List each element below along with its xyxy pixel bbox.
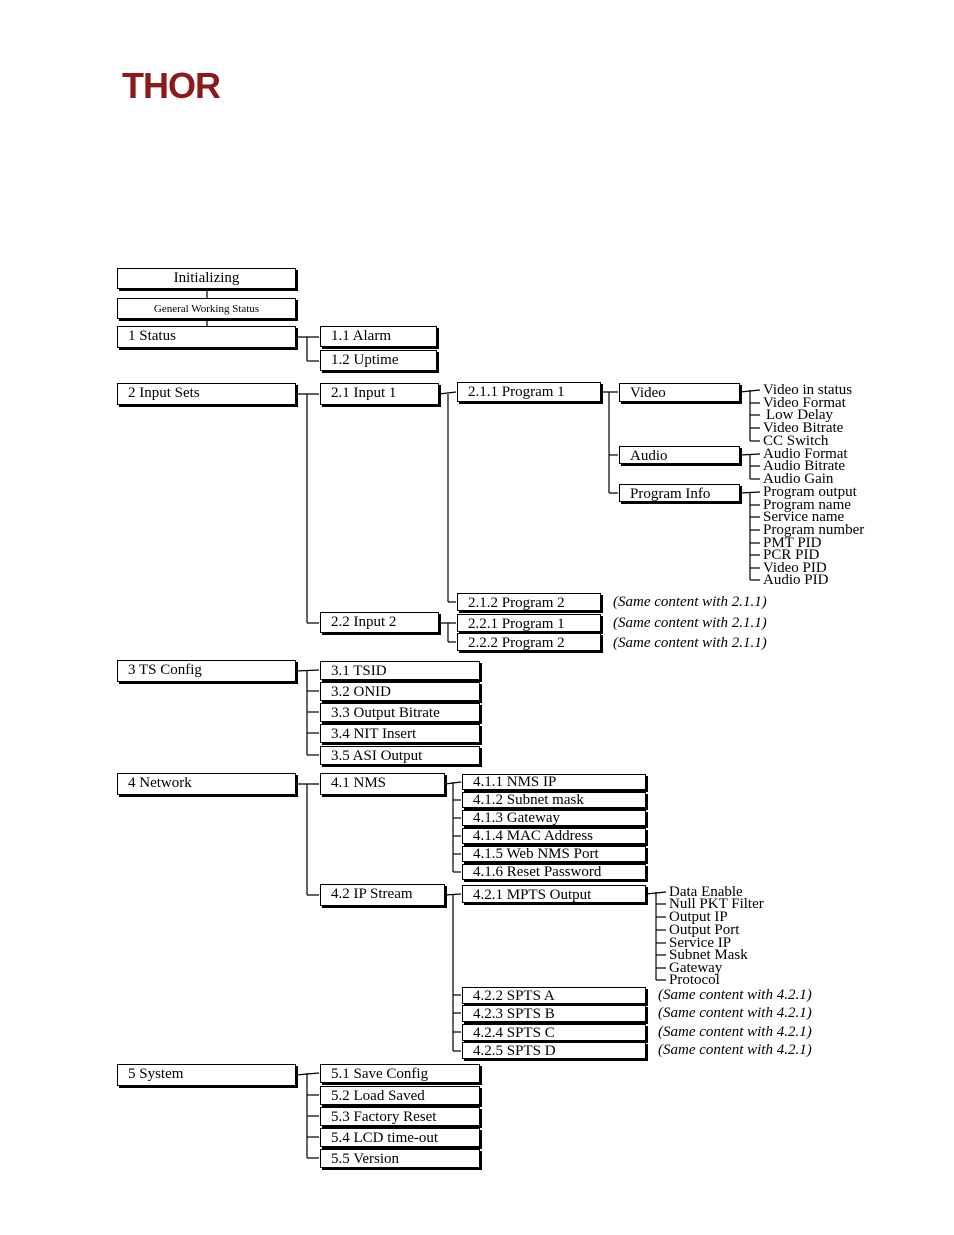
leaf-program-number: Program number <box>763 522 865 538</box>
note-spts-c: (Same content with 4.2.1) <box>658 1024 812 1040</box>
leaf-protocol: Protocol <box>669 972 720 988</box>
node-input2-program-2: 2.2.2 Program 2 <box>457 633 601 651</box>
node-tsid: 3.1 TSID <box>320 661 480 680</box>
node-alarm: 1.1 Alarm <box>320 326 437 347</box>
leaf-video-format: Video Format <box>763 395 846 411</box>
leaf-program-output: Program output <box>763 484 857 500</box>
leaf-service-ip: Service IP <box>669 935 732 951</box>
leaf-mpts-subnet-mask: Subnet Mask <box>669 947 748 963</box>
thor-logo: THOR <box>122 66 222 104</box>
leaf-null-pkt-filter: Null PKT Filter <box>669 896 764 912</box>
node-save-config: 5.1 Save Config <box>320 1064 480 1083</box>
node-asi-output: 3.5 ASI Output <box>320 746 480 765</box>
node-system: 5 System <box>117 1064 296 1086</box>
node-spts-a: 4.2.2 SPTS A <box>462 987 646 1004</box>
node-spts-d: 4.2.5 SPTS D <box>462 1042 646 1059</box>
node-version: 5.5 Version <box>320 1149 480 1168</box>
node-audio: Audio <box>619 446 740 464</box>
node-mac-address: 4.1.4 MAC Address <box>462 828 646 844</box>
node-input-1: 2.1 Input 1 <box>320 383 439 405</box>
note-spts-b: (Same content with 4.2.1) <box>658 1005 812 1021</box>
node-input1-program-2: 2.1.2 Program 2 <box>457 593 601 611</box>
leaf-video-in-status: Video in status <box>763 382 853 398</box>
leaf-audio-format: Audio Format <box>763 446 848 462</box>
node-input-2: 2.2 Input 2 <box>320 612 439 633</box>
node-subnet-mask: 4.1.2 Subnet mask <box>462 792 646 808</box>
node-status: 1 Status <box>117 326 296 348</box>
note-input1-program-2: (Same content with 2.1.1) <box>613 594 767 610</box>
leaf-output-ip: Output IP <box>669 909 728 925</box>
node-video: Video <box>619 383 740 402</box>
node-nms-ip: 4.1.1 NMS IP <box>462 774 646 790</box>
leaf-pcr-pid: PCR PID <box>763 547 820 563</box>
leaf-audio-gain: Audio Gain <box>763 471 834 487</box>
leaf-video-pid: Video PID <box>763 560 827 576</box>
node-program-info: Program Info <box>619 484 740 502</box>
node-web-nms-port: 4.1.5 Web NMS Port <box>462 846 646 862</box>
leaf-data-enable: Data Enable <box>669 884 743 900</box>
node-reset-password: 4.1.6 Reset Password <box>462 864 646 880</box>
node-factory-reset: 5.3 Factory Reset <box>320 1107 480 1126</box>
node-mpts-output: 4.2.1 MPTS Output <box>462 885 646 903</box>
node-lcd-timeout: 5.4 LCD time-out <box>320 1128 480 1147</box>
leaf-service-name: Service name <box>763 509 845 525</box>
node-nms: 4.1 NMS <box>320 773 445 795</box>
node-ip-stream: 4.2 IP Stream <box>320 884 445 906</box>
leaf-program-name: Program name <box>763 497 851 513</box>
node-spts-b: 4.2.3 SPTS B <box>462 1005 646 1022</box>
node-input-sets: 2 Input Sets <box>117 383 296 405</box>
leaf-video-bitrate: Video Bitrate <box>763 420 844 436</box>
leaf-output-port: Output Port <box>669 922 740 938</box>
node-onid: 3.2 ONID <box>320 682 480 701</box>
leaf-low-delay: Low Delay <box>766 407 834 423</box>
leaf-mpts-gateway: Gateway <box>669 960 723 976</box>
leaf-cc-switch: CC Switch <box>763 433 829 449</box>
logo-text: THOR <box>122 66 221 104</box>
note-input2-program-1: (Same content with 2.1.1) <box>613 615 767 631</box>
leaf-pmt-pid: PMT PID <box>763 535 822 551</box>
node-gateway: 4.1.3 Gateway <box>462 810 646 826</box>
node-ts-config: 3 TS Config <box>117 660 296 682</box>
node-uptime: 1.2 Uptime <box>320 350 437 371</box>
node-input2-program-1: 2.2.1 Program 1 <box>457 614 601 632</box>
node-nit-insert: 3.4 NIT Insert <box>320 724 480 743</box>
node-general-status: General Working Status <box>117 298 296 319</box>
note-input2-program-2: (Same content with 2.1.1) <box>613 635 767 651</box>
node-spts-c: 4.2.4 SPTS C <box>462 1024 646 1041</box>
node-output-bitrate: 3.3 Output Bitrate <box>320 703 480 722</box>
node-initializing: Initializing <box>117 268 296 289</box>
leaf-audio-bitrate: Audio Bitrate <box>763 458 846 474</box>
leaf-audio-pid: Audio PID <box>763 572 829 588</box>
note-spts-d: (Same content with 4.2.1) <box>658 1042 812 1058</box>
node-network: 4 Network <box>117 773 296 795</box>
node-input1-program-1: 2.1.1 Program 1 <box>457 382 601 402</box>
node-load-saved: 5.2 Load Saved <box>320 1086 480 1105</box>
note-spts-a: (Same content with 4.2.1) <box>658 987 812 1003</box>
